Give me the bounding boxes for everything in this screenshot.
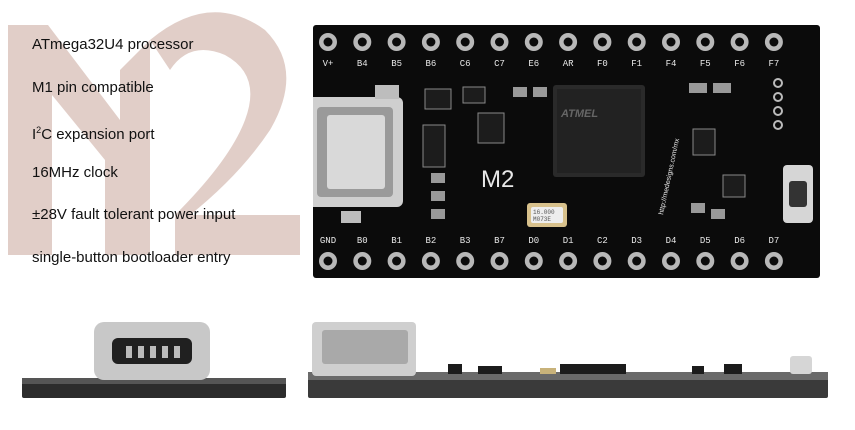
board-side-view (308, 322, 828, 398)
crystal-oscillator: 16.000 M073E (527, 203, 567, 227)
crystal-text-line2: M073E (533, 216, 551, 223)
i2c-suffix: C expansion port (41, 126, 155, 143)
usb-contact (126, 346, 132, 358)
bottom-pin-label-d3: D3 (631, 236, 642, 246)
bottom-pin-label-d5: D5 (700, 236, 711, 246)
bottom-pin-pad-hole (460, 256, 470, 266)
feature-i2c-port: I2C expansion port (32, 116, 302, 159)
bottom-pin-pad-hole (632, 256, 642, 266)
bottom-pin-label-d7: D7 (768, 236, 779, 246)
bottom-pin-pad-hole (426, 256, 436, 266)
bottom-pin-pad-hole (357, 256, 367, 266)
bottom-pin-label-d6: D6 (734, 236, 745, 246)
usb-contact (162, 346, 168, 358)
top-pin-pad-hole (495, 37, 504, 47)
top-pin-pad-hole (597, 37, 607, 47)
top-pin-pad-hole (563, 37, 573, 47)
bottom-pin-label-gnd: GND (320, 236, 336, 246)
top-pin-pad-hole (323, 37, 333, 47)
top-pin-label-b5: B5 (391, 59, 402, 69)
bottom-pin-pad-hole (529, 256, 539, 266)
usb-contact (138, 346, 144, 358)
board-top-view: V+ B4 B5 B6 C6 C7 E6 AR F0 F1 F4 F5 F6 F7 GND B0 B1 B2 B3… (313, 25, 820, 278)
atmega-chip: ATMEL (553, 85, 645, 177)
usb-contacts (126, 346, 180, 358)
crystal-text-line1: 16.000 (533, 209, 555, 216)
top-pin-pad-hole (700, 37, 710, 47)
top-pin-pad-hole (632, 37, 642, 47)
top-pin-pad-hole (769, 37, 779, 47)
bottom-pin-pads (319, 252, 783, 270)
bottom-pin-labels: GND B0 B1 B2 B3 B7 D0 D1 C2 D3 D4 D5 D6 D7 (320, 236, 779, 246)
top-pin-label-c6: C6 (460, 59, 471, 69)
bottom-pin-pad-hole (735, 256, 745, 266)
top-pin-label-f0: F0 (597, 59, 608, 69)
feature-processor: ATmega32U4 processor (32, 36, 194, 53)
smd-components (422, 83, 746, 219)
pushbutton-side (790, 356, 812, 374)
top-pin-pad-hole (460, 37, 470, 47)
bottom-pin-pad-hole (666, 256, 676, 266)
bottom-pin-label-b3: B3 (460, 236, 471, 246)
top-pin-pad-hole (666, 37, 676, 47)
bottom-pin-label-b7: B7 (494, 236, 505, 246)
usb-contact (174, 346, 180, 358)
usb-contact (150, 346, 156, 358)
top-pin-pad-hole (426, 37, 436, 47)
chip-logo: ATMEL (560, 108, 598, 120)
board-name-label: M2 (481, 166, 514, 193)
top-pin-label-b6: B6 (425, 59, 436, 69)
bottom-pin-pad-hole (700, 256, 710, 266)
board-usb-end-view (22, 322, 286, 398)
bottom-pin-label-b1: B1 (391, 236, 402, 246)
top-pin-pad-hole (529, 37, 539, 47)
top-pin-pads (319, 33, 783, 51)
top-pin-label-ar: AR (563, 59, 574, 69)
top-pin-labels: V+ B4 B5 B6 C6 C7 E6 AR F0 F1 F4 F5 F6 F7 (323, 59, 780, 69)
bottom-pin-pad-hole (323, 256, 333, 266)
feature-clock: 16MHz clock (32, 163, 118, 181)
m2-watermark-logo (8, 12, 300, 255)
bottom-pin-label-b2: B2 (425, 236, 436, 246)
feature-pin-compatible: M1 pin compatible (32, 78, 154, 96)
top-pin-label-f5: F5 (700, 59, 711, 69)
bottom-pin-pad-hole (563, 256, 573, 266)
bottom-pin-label-d1: D1 (563, 236, 574, 246)
bottom-pin-pad-hole (495, 256, 504, 266)
feature-power-input: ±28V fault tolerant power input (32, 206, 236, 223)
top-pin-label-b4: B4 (357, 59, 368, 69)
i2c-superscript: 2 (36, 125, 42, 135)
top-pin-pad-hole (357, 37, 367, 47)
bootloader-pushbutton (783, 165, 813, 223)
right-edge-vias (773, 78, 783, 130)
feature-list: ATmega32U4 processor M1 pin compatible I… (32, 31, 302, 286)
top-pin-label-e6: E6 (528, 59, 539, 69)
top-pin-label-v+: V+ (323, 59, 334, 69)
top-pin-pad-hole (735, 37, 745, 47)
bottom-pin-label-c2: C2 (597, 236, 608, 246)
bottom-pin-label-d4: D4 (666, 236, 677, 246)
bottom-pin-label-d0: D0 (528, 236, 539, 246)
bottom-pin-pad-hole (392, 256, 402, 266)
chip-side (560, 364, 626, 374)
bottom-pin-label-b0: B0 (357, 236, 368, 246)
top-pin-label-c7: C7 (494, 59, 505, 69)
top-pin-label-f6: F6 (734, 59, 745, 69)
bottom-pin-pad-hole (597, 256, 607, 266)
usb-connector (313, 85, 403, 223)
top-pin-label-f7: F7 (768, 59, 779, 69)
i2c-prefix: I (32, 126, 37, 143)
bottom-pin-pad-hole (769, 256, 779, 266)
feature-bootloader: single-button bootloader entry (32, 248, 231, 266)
top-pin-label-f1: F1 (631, 59, 642, 69)
top-pin-label-f4: F4 (666, 59, 677, 69)
top-pin-pad-hole (392, 37, 402, 47)
